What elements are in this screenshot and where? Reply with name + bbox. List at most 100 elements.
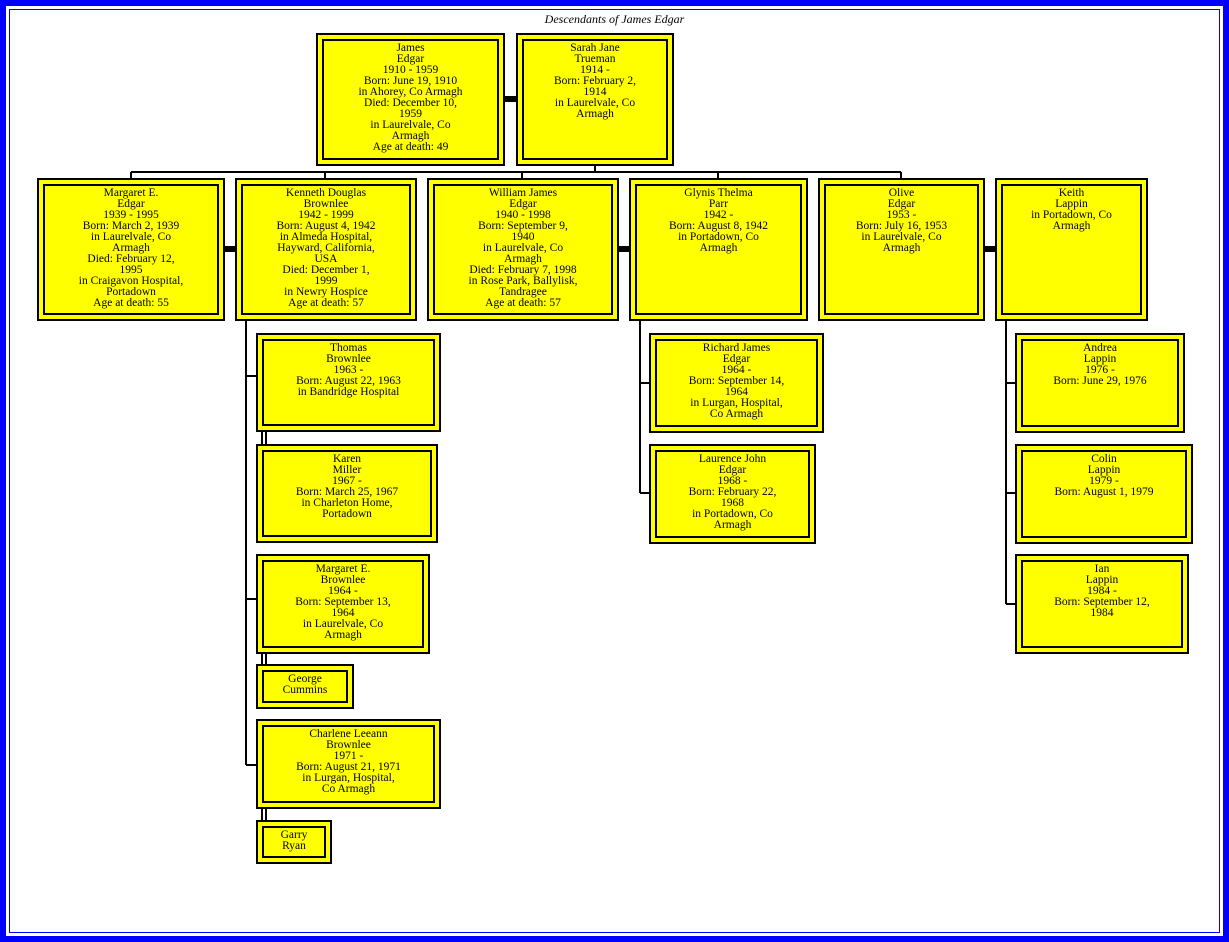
person-text-line: 1953 -	[886, 209, 917, 221]
person-text-line: 1976 -	[1085, 364, 1115, 376]
person-text-line: in Laurelvale, Co	[370, 119, 451, 131]
person-text-line: 1914	[583, 86, 607, 98]
person-text-line: Olive	[888, 187, 915, 199]
person-text-line: 1942 -	[703, 209, 734, 221]
person-text-line: in Portadown, Co	[692, 508, 773, 520]
person-text-line: Armagh	[713, 519, 752, 531]
person-text-line: in Laurelvale, Co	[482, 242, 564, 254]
person-text-line: 1964 -	[328, 585, 358, 597]
person-text-line: Charlene Leeann	[309, 728, 388, 740]
person-text-line: 1984	[1090, 607, 1114, 619]
person-text-line: Brownlee	[303, 198, 349, 210]
person-text-line: Born: June 29, 1976	[1053, 375, 1147, 387]
chart-title: Descendants of James Edgar	[544, 12, 685, 26]
person-text-line: 1914 -	[580, 64, 610, 76]
person-text-line: 1942 - 1999	[298, 209, 354, 221]
person-text-line: Trueman	[574, 53, 616, 65]
person-text-line: Richard James	[702, 342, 771, 354]
person-text-line: Lappin	[1085, 574, 1119, 586]
person-text-line: in Bandridge Hospital	[297, 386, 400, 398]
person-text-line: Hayward, California,	[277, 242, 375, 254]
person-text-line: Edgar	[722, 353, 751, 365]
person-text-line: Keith	[1058, 187, 1085, 199]
person-text-line: Edgar	[117, 198, 145, 210]
person-text-line: Karen	[332, 453, 362, 465]
person-text-line: Armagh	[1052, 220, 1091, 232]
person-text-line: Born: September 14,	[688, 375, 785, 387]
person-text-line: Born: March 25, 1967	[295, 486, 399, 498]
person-text-line: Armagh	[576, 108, 614, 120]
person-text-line: Armagh	[391, 130, 430, 142]
person-text-line: Garry	[280, 829, 308, 841]
person-text-line: Born: September 12,	[1054, 596, 1150, 608]
person-text-line: Tandragee	[499, 286, 547, 298]
person-text-line: 1995	[119, 264, 143, 276]
person-text-line: Edgar	[509, 198, 537, 210]
person-text-line: in Portadown, Co	[678, 231, 759, 243]
person-text-line: Ian	[1094, 563, 1110, 575]
person-text-line: Lappin	[1055, 198, 1088, 210]
person-text-line: 1964	[725, 386, 748, 398]
person-text-line: Colin	[1091, 453, 1117, 465]
person-text-line: in Charleton Home,	[301, 497, 393, 509]
person-text-line: in Craigavon Hospital,	[78, 275, 184, 287]
person-text-line: USA	[314, 253, 338, 265]
person-text-line: Armagh	[112, 242, 150, 254]
person-text-line: Kenneth Douglas	[285, 187, 367, 199]
person-text-line: in Ahorey, Co Armagh	[358, 86, 463, 98]
person-text-line: Born: August 4, 1942	[276, 220, 376, 232]
person-text-line: Armagh	[699, 242, 738, 254]
person-text-line: 1964	[331, 607, 355, 619]
person-text-line: Edgar	[887, 198, 916, 210]
person-text-line: in Lurgan, Hospital,	[690, 397, 783, 409]
person-text-line: 1939 - 1995	[103, 209, 159, 221]
person-text-line: Died: December 1,	[282, 264, 370, 276]
person-text-line: Margaret E.	[103, 187, 159, 199]
person-text-line: 1910 - 1959	[382, 64, 439, 76]
person-text-line: James	[396, 42, 425, 54]
person-text-line: Parr	[708, 198, 729, 210]
person-text-line: 1979 -	[1089, 475, 1119, 487]
person-text-line: Portadown	[322, 508, 372, 520]
person-text-line: Age at death: 55	[93, 297, 169, 309]
person-text-line: Born: September 13,	[295, 596, 391, 608]
person-text-line: Born: August 22, 1963	[296, 375, 401, 387]
person-text-line: Co Armagh	[321, 783, 376, 795]
person-text-line: Died: December 10,	[364, 97, 457, 109]
person-text-line: Armagh	[504, 253, 542, 265]
person-text-line: Laurence John	[698, 453, 767, 465]
person-text-line: 1984 -	[1087, 585, 1117, 597]
person-text-line: 1940 - 1998	[495, 209, 551, 221]
person-text-line: 1971 -	[333, 750, 364, 762]
person-text-line: Edgar	[718, 464, 747, 476]
person-text-line: 1959	[399, 108, 422, 120]
person-text-line: Brownlee	[326, 353, 371, 365]
person-text-line: Age at death: 57	[485, 297, 561, 309]
person-text-line: Died: February 12,	[87, 253, 175, 265]
person-text-line: Glynis Thelma	[684, 187, 753, 199]
person-text-line: 1999	[314, 275, 338, 287]
person-text-line: Age at death: 57	[288, 297, 364, 309]
person-text-line: 1940	[511, 231, 535, 243]
person-text-line: Brownlee	[320, 574, 366, 586]
person-text-line: Ryan	[282, 840, 306, 852]
